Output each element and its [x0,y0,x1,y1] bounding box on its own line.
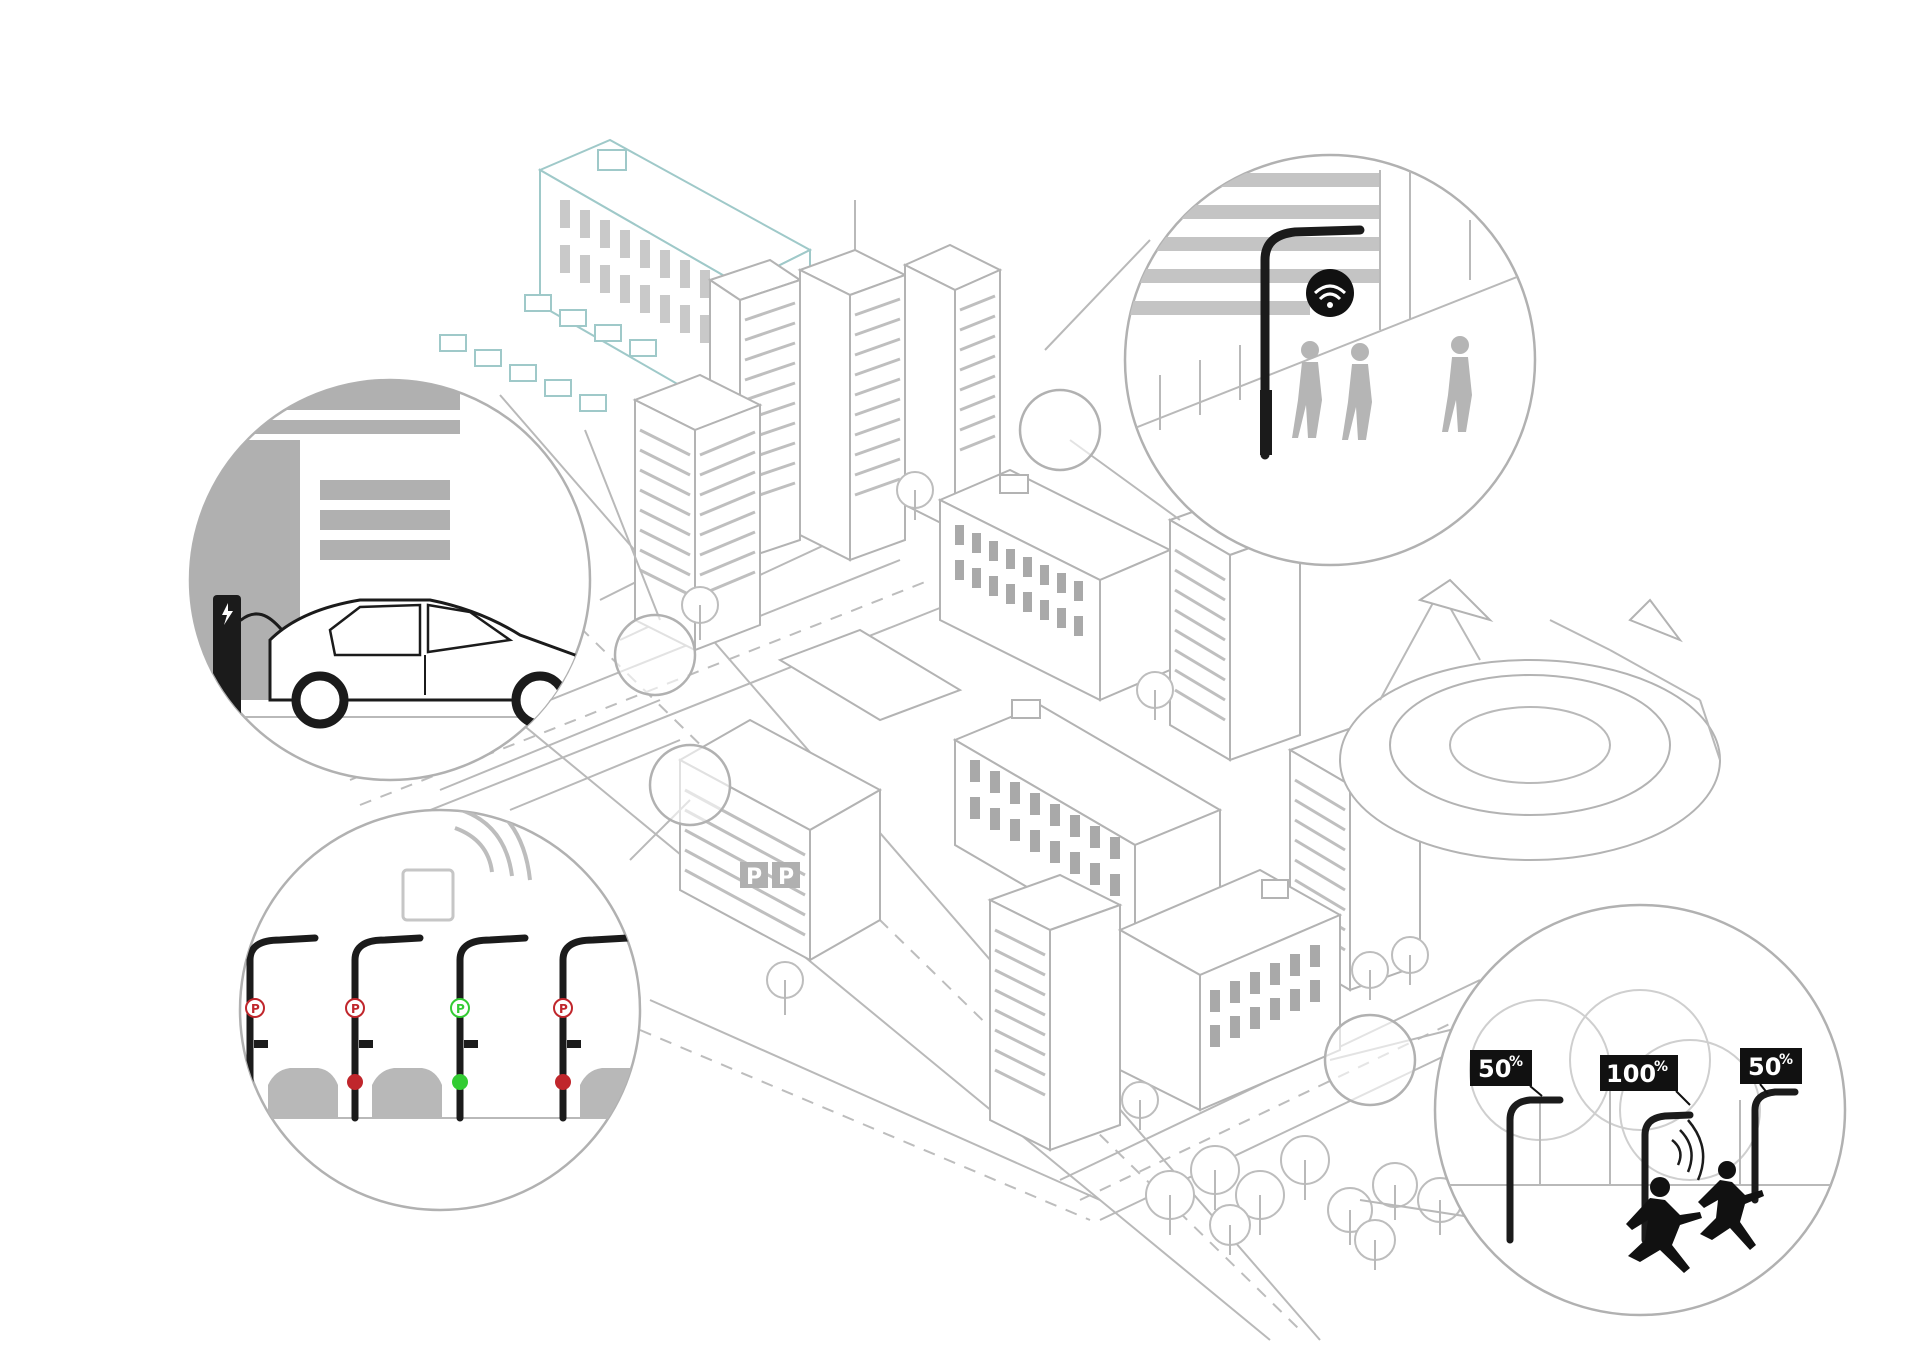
dimming-value-2: 100 [1606,1060,1656,1088]
central-towers [632,200,1003,652]
camera-icon [254,1040,268,1048]
stadium [1339,578,1721,861]
dimming-label-1: 50 % [1470,1050,1543,1097]
adaptive-dimming-zoom: 50 % 100 % 50 % [1433,903,1847,1317]
pedestrians [1292,336,1472,440]
sensor-indicator-green [452,1074,468,1090]
camera-icon [359,1040,373,1048]
dimming-unit-1: % [1509,1054,1523,1070]
garage-p-label-1: P [746,865,762,890]
teal-office-building [439,138,813,422]
sensor-wave-icon [1671,1119,1705,1181]
wifi-icon [1306,269,1354,317]
garage-p-sign-2 [772,862,800,888]
parking-pole-2: P [345,934,424,1122]
mid-office-building [937,468,1173,702]
sensor-indicator-red [555,1074,571,1090]
garage-p-sign-1 [740,862,768,888]
teal-parked-cars [439,294,657,412]
runners [1626,1161,1764,1273]
dimming-value-1: 50 [1478,1055,1511,1083]
parking-sign-icon: P [351,1002,360,1016]
callout-pointers [439,239,1491,1221]
south-towers [987,723,1423,1152]
parking-pole-4: P [553,934,632,1122]
parking-sign-icon: P [456,1002,465,1016]
dimming-unit-2: % [1654,1059,1668,1075]
camera-icon [464,1040,478,1048]
dimming-value-3: 50 [1748,1053,1781,1081]
parking-sign-icon: P [251,1002,260,1016]
dimming-label-3: 50 % [1740,1048,1802,1095]
parking-sensor-box [401,868,455,922]
camera-icon [567,1040,581,1048]
parking-pole-1: P [245,934,319,1122]
dimming-label-2: 100 % [1600,1055,1691,1106]
wifi-streetlight-zoom [1123,153,1537,567]
ev-charging-zoom [188,378,592,782]
ev-charger-icon [222,603,233,625]
trees [681,471,1463,1270]
garage-p-label-2: P [778,865,794,890]
parking-sign-icon: P [559,1002,568,1016]
parking-pole-3: P [450,934,529,1122]
smart-parking-zoom: P P P P [238,808,642,1212]
sensor-indicator-red [347,1074,363,1090]
dimming-unit-3: % [1779,1052,1793,1068]
